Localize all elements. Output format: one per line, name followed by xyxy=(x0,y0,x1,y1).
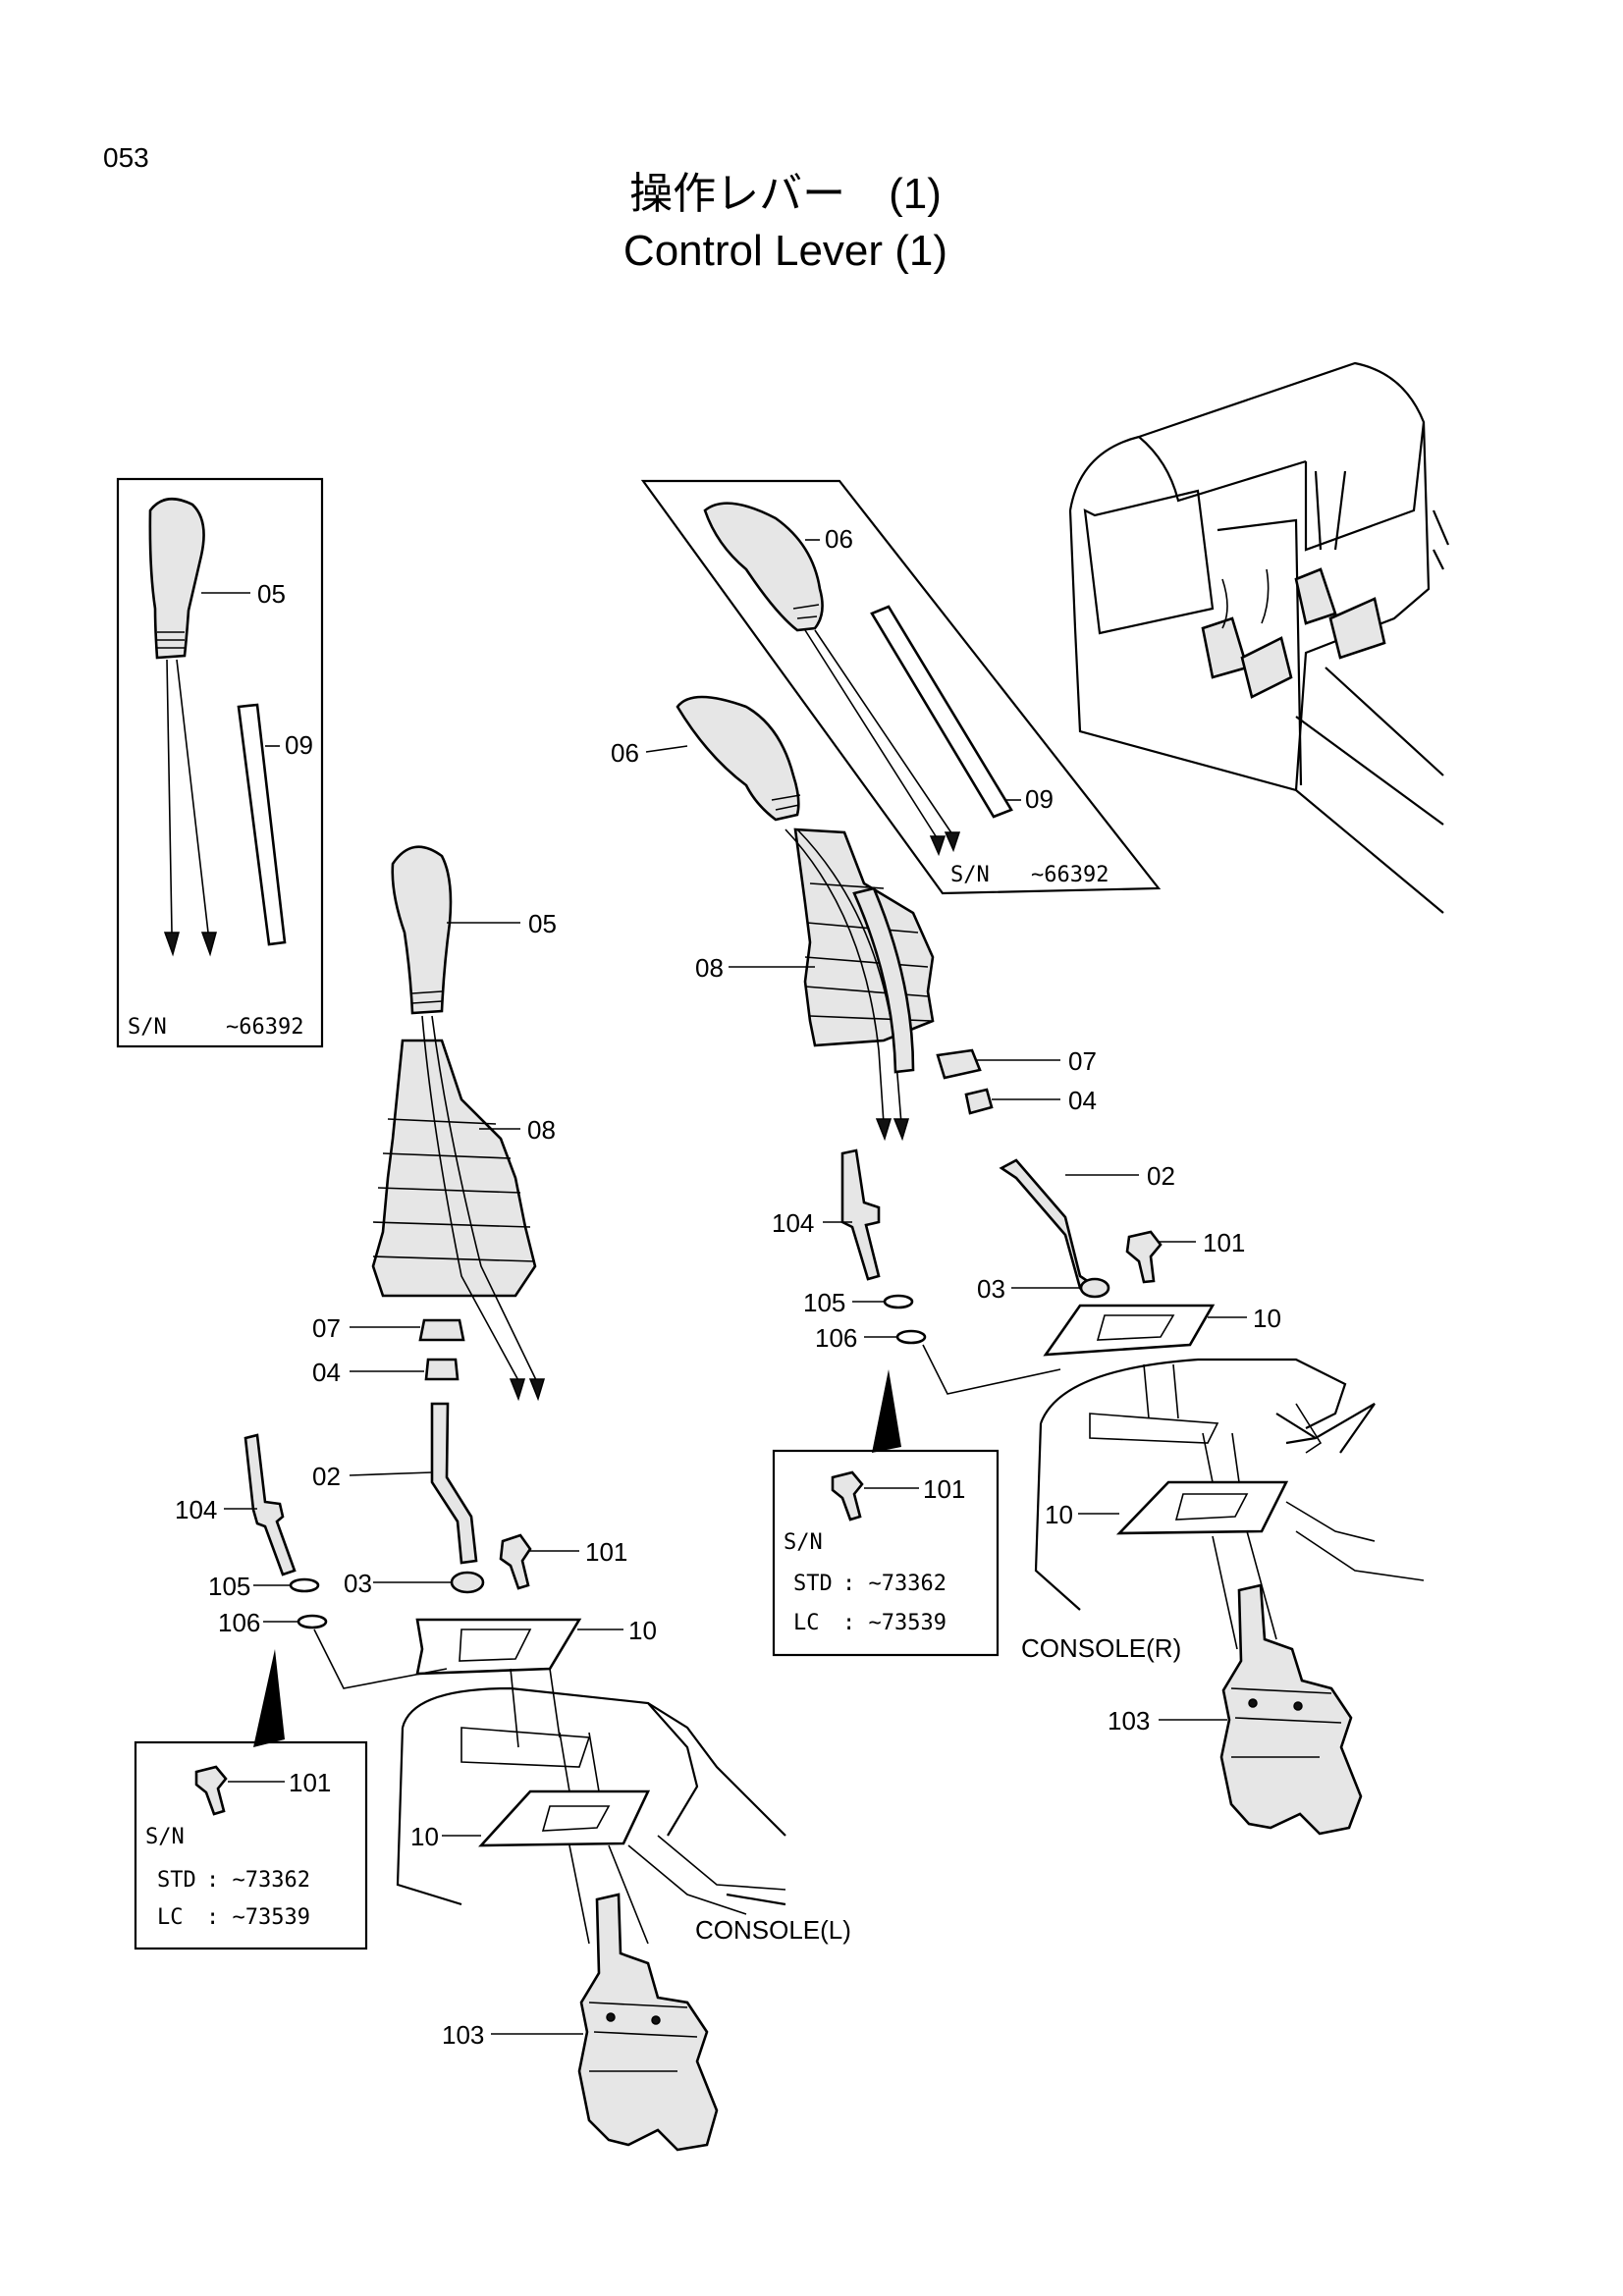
right-callout-101: 101 xyxy=(1203,1228,1245,1257)
right-spacer-03 xyxy=(1079,1277,1110,1299)
left-bolt-101 xyxy=(499,1533,532,1590)
left-callout-05: 05 xyxy=(528,909,557,938)
note-right-std-value: : ~73362 xyxy=(842,1572,947,1596)
note-right-part: 101 xyxy=(923,1474,965,1504)
left-plate-10-upper xyxy=(415,1618,582,1676)
left-lever-02 xyxy=(430,1402,478,1565)
left-callout-04: 04 xyxy=(312,1358,341,1387)
right-callout-103: 103 xyxy=(1108,1706,1150,1735)
inset-left: 05 09 S/N ~66392 xyxy=(116,477,324,1048)
right-plate-10-lower xyxy=(1115,1480,1289,1535)
inset-right-sn-value: ~66392 xyxy=(1031,863,1109,887)
right-callout-105: 105 xyxy=(803,1288,845,1317)
inset-right-callout-09: 09 xyxy=(1025,784,1054,814)
title-english: Control Lever (1) xyxy=(623,227,947,275)
inset-right: 06 09 S/N ~66392 xyxy=(640,479,1162,895)
right-callout-03: 03 xyxy=(977,1274,1005,1304)
right-nut-04 xyxy=(964,1088,994,1115)
left-callout-08: 08 xyxy=(527,1115,556,1145)
left-washer-106 xyxy=(297,1614,328,1629)
left-plate-10-lower xyxy=(478,1789,651,1847)
note-right-sn: S/N xyxy=(784,1530,823,1555)
right-grip-06 xyxy=(676,695,800,822)
left-pilot-valve-103 xyxy=(577,1893,719,2152)
note-box-right: 101 S/N STD : ~73362 LC : ~73539 xyxy=(772,1449,1000,1657)
inset-right-callout-06: 06 xyxy=(825,524,853,554)
inset-right-sn-label: S/N xyxy=(950,863,990,887)
note-right-lc-label: LC xyxy=(793,1611,820,1635)
right-bolt-104 xyxy=(840,1148,881,1281)
right-callout-08: 08 xyxy=(695,953,724,983)
left-callout-103: 103 xyxy=(442,2020,484,2050)
right-callout-02: 02 xyxy=(1147,1161,1175,1191)
left-nut-04 xyxy=(424,1358,460,1381)
left-callout-03: 03 xyxy=(344,1569,372,1598)
page-number: 053 xyxy=(103,142,149,173)
note-right-lc-value: : ~73539 xyxy=(842,1611,947,1635)
note-box-left: 101 S/N STD : ~73362 LC : ~73539 xyxy=(134,1740,368,1950)
note-left-sn: S/N xyxy=(145,1825,185,1849)
inset-left-callout-09: 09 xyxy=(285,730,313,760)
note-left-lc-value: : ~73539 xyxy=(206,1905,310,1930)
right-washer-106 xyxy=(895,1329,927,1345)
right-callout-104: 104 xyxy=(772,1208,814,1238)
title-japanese: 操作レバー (1) xyxy=(629,170,942,218)
inset-left-callout-05: 05 xyxy=(257,579,286,609)
inset-left-sn-label: S/N xyxy=(128,1015,167,1040)
left-spacer-03 xyxy=(450,1571,485,1594)
console-right-label: CONSOLE(R) xyxy=(1021,1633,1181,1663)
left-nut-07 xyxy=(418,1318,465,1342)
right-callout-07: 07 xyxy=(1068,1046,1097,1076)
grip-06-drawing xyxy=(703,502,824,632)
right-boot-08 xyxy=(793,828,935,1047)
note-left-lc-label: LC xyxy=(157,1905,184,1930)
left-assembly: 05 08 07 04 02 104 101 105 03 106 10 10 … xyxy=(175,845,851,2152)
left-callout-07: 07 xyxy=(312,1313,341,1343)
right-note-pointer xyxy=(872,1369,901,1453)
note-left-part: 101 xyxy=(289,1768,331,1797)
console-left-label: CONSOLE(L) xyxy=(695,1915,851,1945)
left-callout-101: 101 xyxy=(585,1537,627,1567)
right-nut-07 xyxy=(936,1048,982,1080)
left-callout-10-upper: 10 xyxy=(628,1616,657,1645)
note-left-std-label: STD xyxy=(157,1868,196,1893)
note-left-std-value: : ~73362 xyxy=(206,1868,310,1893)
right-callout-10-upper: 10 xyxy=(1253,1304,1281,1333)
left-grip-05 xyxy=(391,845,453,1015)
right-washer-105 xyxy=(883,1294,914,1309)
right-plate-10-upper xyxy=(1043,1304,1216,1357)
right-callout-106: 106 xyxy=(815,1323,857,1353)
left-callout-10-lower: 10 xyxy=(410,1822,439,1851)
right-callout-06: 06 xyxy=(611,738,639,768)
left-callout-02: 02 xyxy=(312,1462,341,1491)
right-pilot-valve-103 xyxy=(1219,1583,1363,1836)
right-assembly: 06 08 07 04 02 104 101 105 03 106 10 10 … xyxy=(611,695,1425,1836)
left-callout-104: 104 xyxy=(175,1495,217,1524)
excavator-cab-drawing xyxy=(1068,361,1450,914)
right-callout-04: 04 xyxy=(1068,1086,1097,1115)
note-right-std-label: STD xyxy=(793,1572,833,1596)
left-washer-105 xyxy=(289,1577,320,1593)
right-bolt-101 xyxy=(1125,1230,1163,1284)
left-note-pointer xyxy=(253,1649,285,1747)
left-callout-106: 106 xyxy=(218,1608,260,1637)
left-bolt-104 xyxy=(243,1433,297,1576)
left-boot-08 xyxy=(371,1039,537,1298)
left-callout-105: 105 xyxy=(208,1572,250,1601)
inset-left-sn-value: ~66392 xyxy=(226,1015,303,1040)
right-lever-02 xyxy=(999,1158,1095,1290)
grip-05-drawing xyxy=(148,497,205,660)
right-callout-10-lower: 10 xyxy=(1045,1500,1073,1529)
